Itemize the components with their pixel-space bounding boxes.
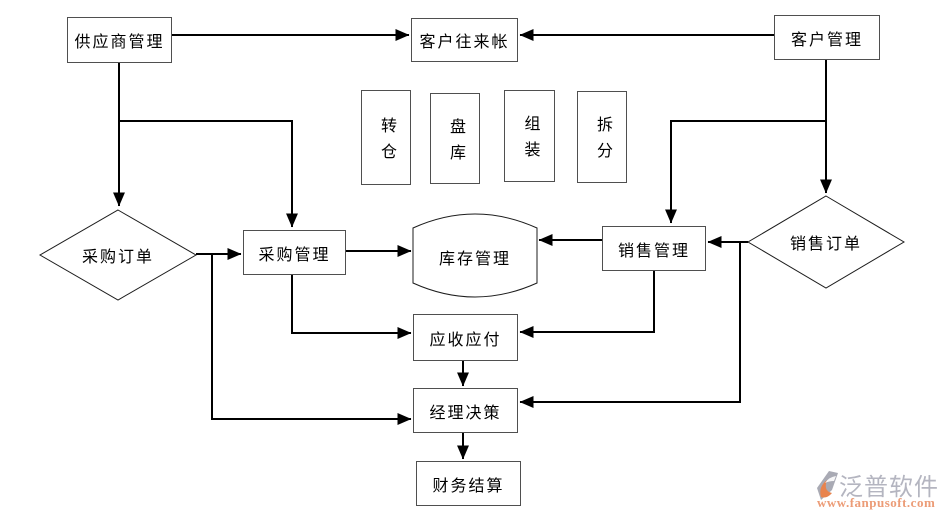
node-purchase-management: 采购管理 — [243, 230, 346, 275]
node-sales-management: 销售管理 — [602, 226, 706, 271]
node-split-label: 拆分 — [594, 116, 611, 168]
node-stocktake: 盘库 — [430, 93, 480, 184]
node-purchase-order-label: 采购订单 — [81, 249, 154, 266]
node-financial-settlement: 财务结算 — [416, 461, 521, 506]
sales-order-diamond — [747, 195, 905, 289]
purchase-order-diamond — [38, 209, 198, 301]
edge-customer-to-sales-mgmt — [665, 120, 826, 224]
edge-sales-mgmt-to-receivable-payable — [519, 271, 655, 338]
node-inventory-management-label: 库存管理 — [438, 251, 511, 268]
node-warehouse-transfer: 转仓 — [361, 90, 411, 185]
node-split: 拆分 — [577, 91, 627, 183]
edge-purchase-order-to-manager-decision — [211, 254, 412, 425]
node-receivable-payable: 应收应付 — [413, 314, 518, 361]
node-warehouse-transfer-label: 转仓 — [378, 116, 395, 169]
node-assembly-label: 组装 — [521, 115, 539, 167]
watermark-logo-icon — [817, 471, 838, 500]
watermark: 泛普软件 www.fanpusoft.com — [815, 469, 947, 515]
node-supplier-management: 供应商管理 — [67, 17, 172, 63]
watermark-url-text: www.fanpusoft.com — [817, 495, 936, 510]
node-customer-account: 客户往来帐 — [411, 18, 518, 62]
edge-sales-order-to-manager-decision — [519, 242, 741, 408]
watermark-brand-text: 泛普软件 — [839, 474, 939, 501]
edge-supplier-to-purchase-mgmt — [119, 120, 298, 228]
edge-purchase-mgmt-to-receivable-payable — [291, 275, 412, 339]
node-assembly: 组装 — [504, 90, 555, 182]
node-manager-decision: 经理决策 — [413, 388, 518, 433]
node-customer-management: 客户管理 — [774, 15, 880, 60]
inventory-cylinder — [412, 213, 538, 298]
node-stocktake-label: 盘库 — [447, 117, 464, 170]
node-sales-order-label: 销售订单 — [789, 236, 862, 253]
